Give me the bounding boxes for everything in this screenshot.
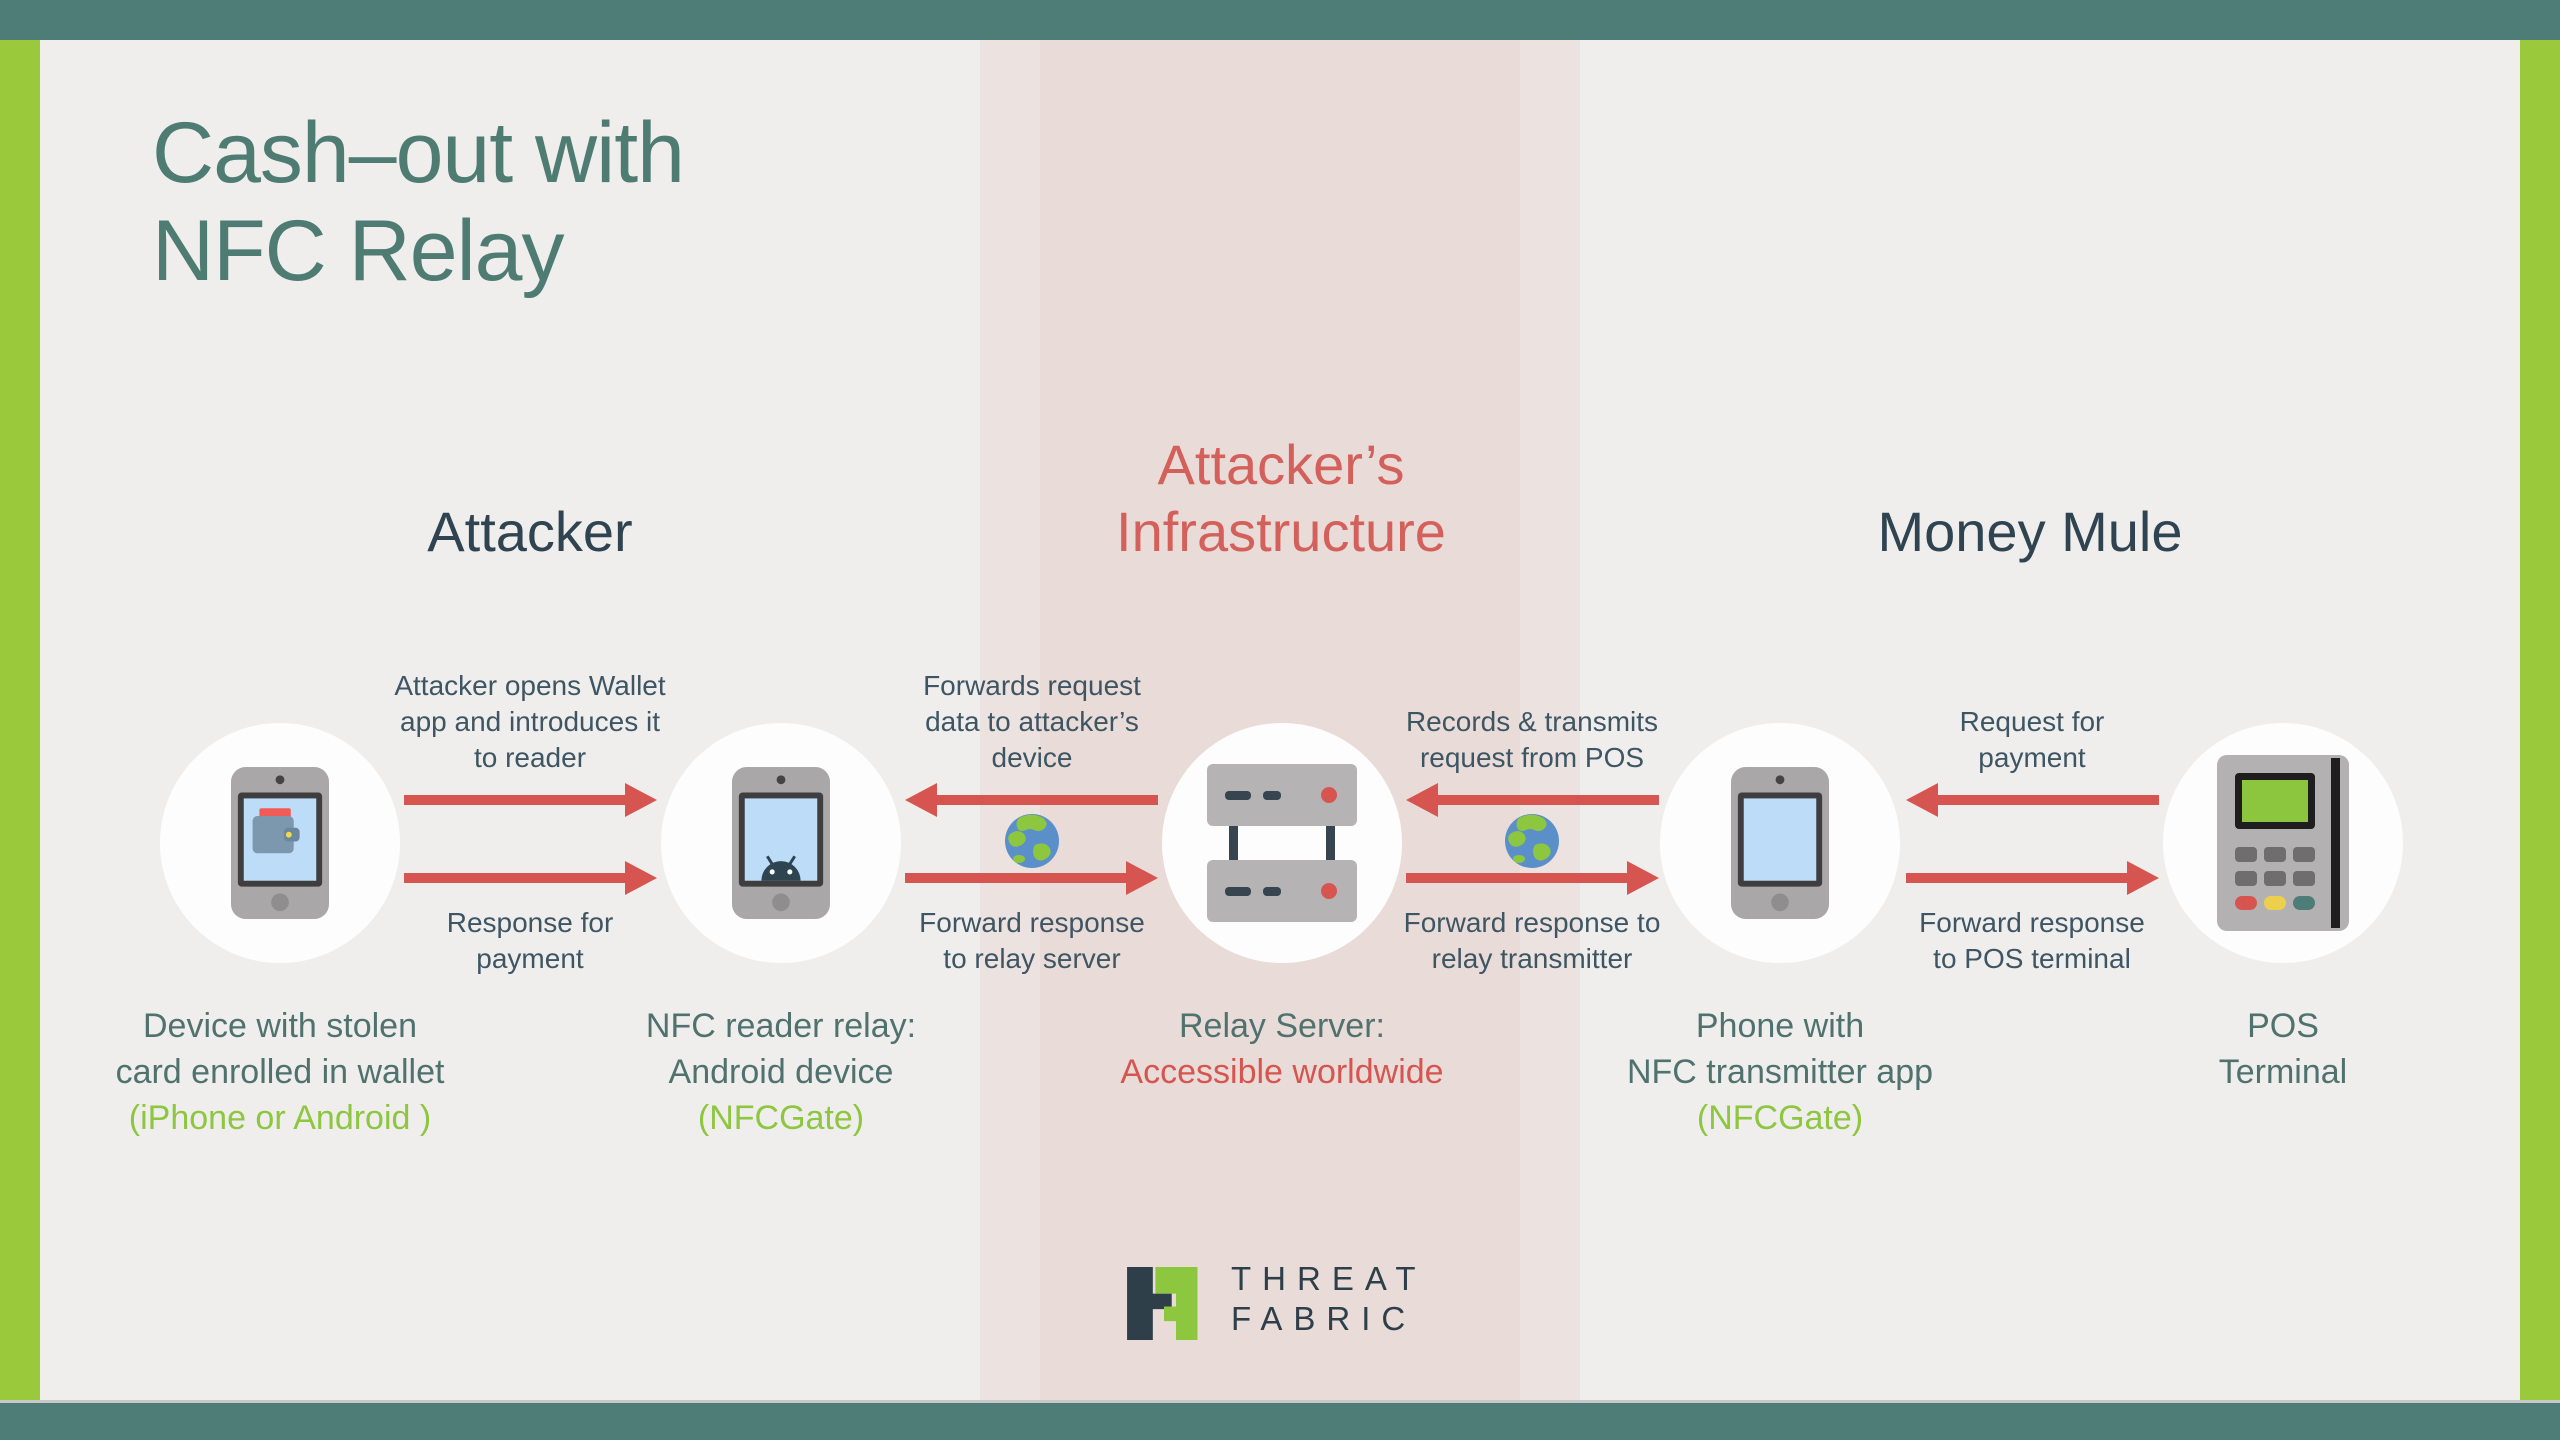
arrow-label-bottom: Forward response to POS terminal (1919, 907, 2145, 974)
pos-terminal-icon (2217, 755, 2349, 931)
node-caption: NFC reader relay: Android device (NFCGate… (646, 1003, 916, 1141)
node-nfc-reader-relay (661, 723, 901, 963)
node-caption-accent: Accessible worldwide (1120, 1053, 1444, 1091)
node-relay-server (1162, 723, 1402, 963)
node-caption-accent: (iPhone or Android ) (128, 1099, 432, 1137)
server-icon (1207, 764, 1357, 922)
arrow-label-bottom: Forward response to relay server (919, 907, 1145, 974)
node-caption: Device with stolen card enrolled in wall… (116, 1003, 445, 1141)
money-mule-header: Money Mule (1877, 500, 2183, 563)
top-teal-bar (0, 0, 2560, 40)
attacker-header: Attacker (427, 500, 633, 563)
flow3-arrow-top (1406, 783, 1659, 817)
bottom-teal-bar (0, 1400, 2560, 1440)
node-caption-main: Relay Server: (1179, 1007, 1385, 1045)
android-phone-icon (732, 767, 830, 919)
threatfabric-wordmark: THREAT FABRIC (1231, 1260, 1427, 1337)
flow3-arrow-bottom (1406, 861, 1659, 895)
node-caption-main: NFC reader relay: Android device (645, 1007, 917, 1091)
node-pos-terminal (2163, 723, 2403, 963)
arrow-label-top: Records & transmits request from POS (1405, 706, 1659, 773)
flow2-arrow-bottom (905, 861, 1158, 895)
infrastructure-header: Attacker’s Infrastructure (1116, 433, 1446, 563)
node-caption: POS Terminal (2219, 1003, 2347, 1095)
right-green-bar (2520, 40, 2560, 1400)
arrow-label-bottom: Response for payment (446, 907, 614, 974)
arrow-label-top: Forwards request data to attacker’s devi… (923, 670, 1141, 773)
node-caption: Relay Server: Accessible worldwide (1120, 1003, 1443, 1095)
node-caption-main: POS Terminal (2218, 1007, 2348, 1091)
node-device-with-wallet (160, 723, 400, 963)
flow1-arrow-top (404, 783, 657, 817)
phone-icon (1731, 767, 1829, 919)
page-title: Cash–out with NFC Relay (152, 105, 685, 299)
node-caption-accent: (NFCGate) (1696, 1099, 1864, 1137)
threatfabric-logo-icon (1127, 1267, 1198, 1340)
node-caption-main: Device with stolen card enrolled in wall… (115, 1007, 445, 1091)
flow4-arrow-bottom (1906, 861, 2159, 895)
node-caption: Phone with NFC transmitter app (NFCGate) (1627, 1003, 1933, 1141)
arrow-label-top: Request for payment (1959, 706, 2105, 773)
node-caption-accent: (NFCGate) (697, 1099, 865, 1137)
left-green-bar (0, 40, 40, 1400)
node-nfc-transmitter-phone (1660, 723, 1900, 963)
flow4-arrow-top (1906, 783, 2159, 817)
wallet-phone-icon (231, 767, 329, 919)
arrow-label-top: Attacker opens Wallet app and introduces… (394, 670, 666, 773)
flow1-arrow-bottom (404, 861, 657, 895)
infrastructure-band-inner (1040, 40, 1520, 1400)
node-caption-main: Phone with NFC transmitter app (1626, 1007, 1934, 1091)
arrow-label-bottom: Forward response to relay transmitter (1403, 907, 1661, 974)
flow2-arrow-top (905, 783, 1158, 817)
internet-globe-icon (1005, 814, 1059, 868)
internet-globe-icon (1505, 814, 1559, 868)
